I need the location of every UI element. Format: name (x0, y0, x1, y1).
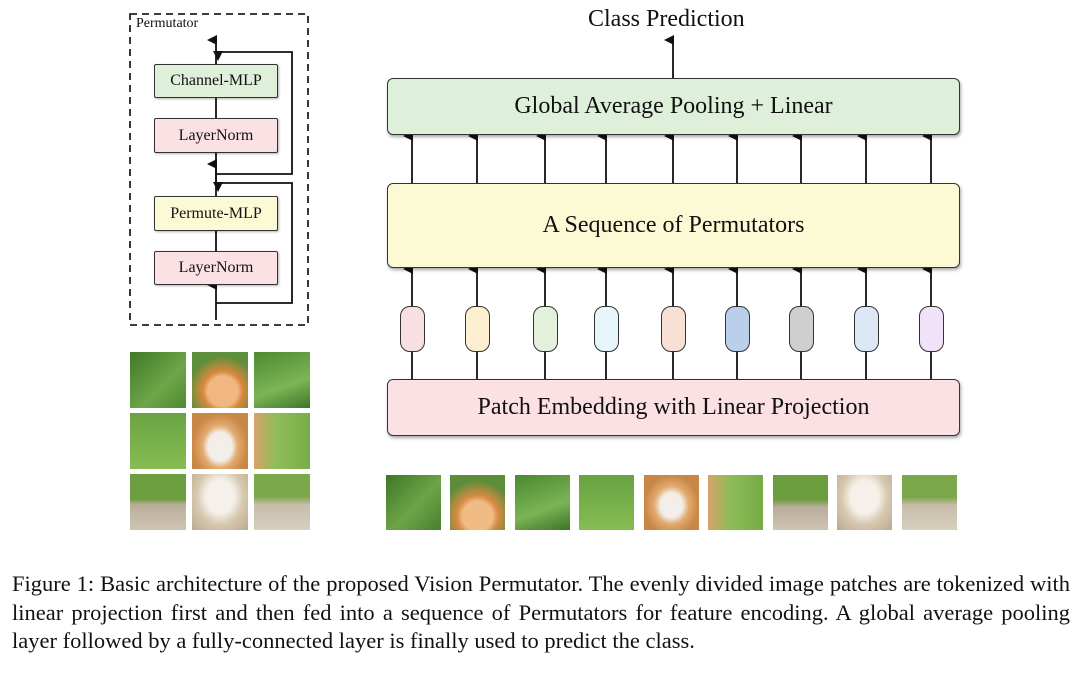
grid-patch-7 (130, 474, 186, 530)
grid-patch-6 (254, 413, 310, 469)
token-1 (400, 306, 425, 352)
grid-patch-4 (130, 413, 186, 469)
patch-embedding-box: Patch Embedding with Linear Projection (387, 379, 960, 436)
residual-connection-2 (213, 51, 293, 175)
grid-patch-8 (192, 474, 248, 530)
permute-mlp-box: Permute-MLP (154, 196, 278, 231)
patch-strip (386, 475, 961, 530)
permutator-title: Permutator (136, 16, 199, 31)
strip-patch-8 (837, 475, 892, 530)
token-9 (919, 306, 944, 352)
strip-patch-5 (644, 475, 699, 530)
global-pooling-box: Global Average Pooling + Linear (387, 78, 960, 135)
figure-caption: Figure 1: Basic architecture of the prop… (12, 571, 1070, 653)
grid-patch-5 (192, 413, 248, 469)
layernorm-top-box: LayerNorm (154, 118, 278, 153)
strip-patch-9 (902, 475, 957, 530)
token-2 (465, 306, 490, 352)
cat-image-grid (130, 352, 310, 530)
grid-patch-2 (192, 352, 248, 408)
arrows-permutators-to-pooling (403, 131, 932, 183)
permutators-box: A Sequence of Permutators (387, 183, 960, 268)
layernorm-bottom-box: LayerNorm (154, 251, 278, 285)
token-3 (533, 306, 558, 352)
token-5 (661, 306, 686, 352)
residual-connection-1 (213, 182, 293, 304)
channel-mlp-box: Channel-MLP (154, 64, 278, 98)
strip-patch-2 (450, 475, 505, 530)
strip-patch-6 (708, 475, 763, 530)
strip-patch-3 (515, 475, 570, 530)
strip-patch-4 (579, 475, 634, 530)
strip-patch-1 (386, 475, 441, 530)
class-prediction-label: Class Prediction (588, 6, 745, 32)
token-7 (789, 306, 814, 352)
grid-patch-3 (254, 352, 310, 408)
strip-patch-7 (773, 475, 828, 530)
lines-embedding-to-tokens (411, 352, 932, 379)
token-8 (854, 306, 879, 352)
token-6 (725, 306, 750, 352)
permutator-dashed-frame (129, 13, 309, 326)
token-4 (594, 306, 619, 352)
grid-patch-9 (254, 474, 310, 530)
arrows-tokens-to-permutators (403, 264, 932, 306)
grid-patch-1 (130, 352, 186, 408)
